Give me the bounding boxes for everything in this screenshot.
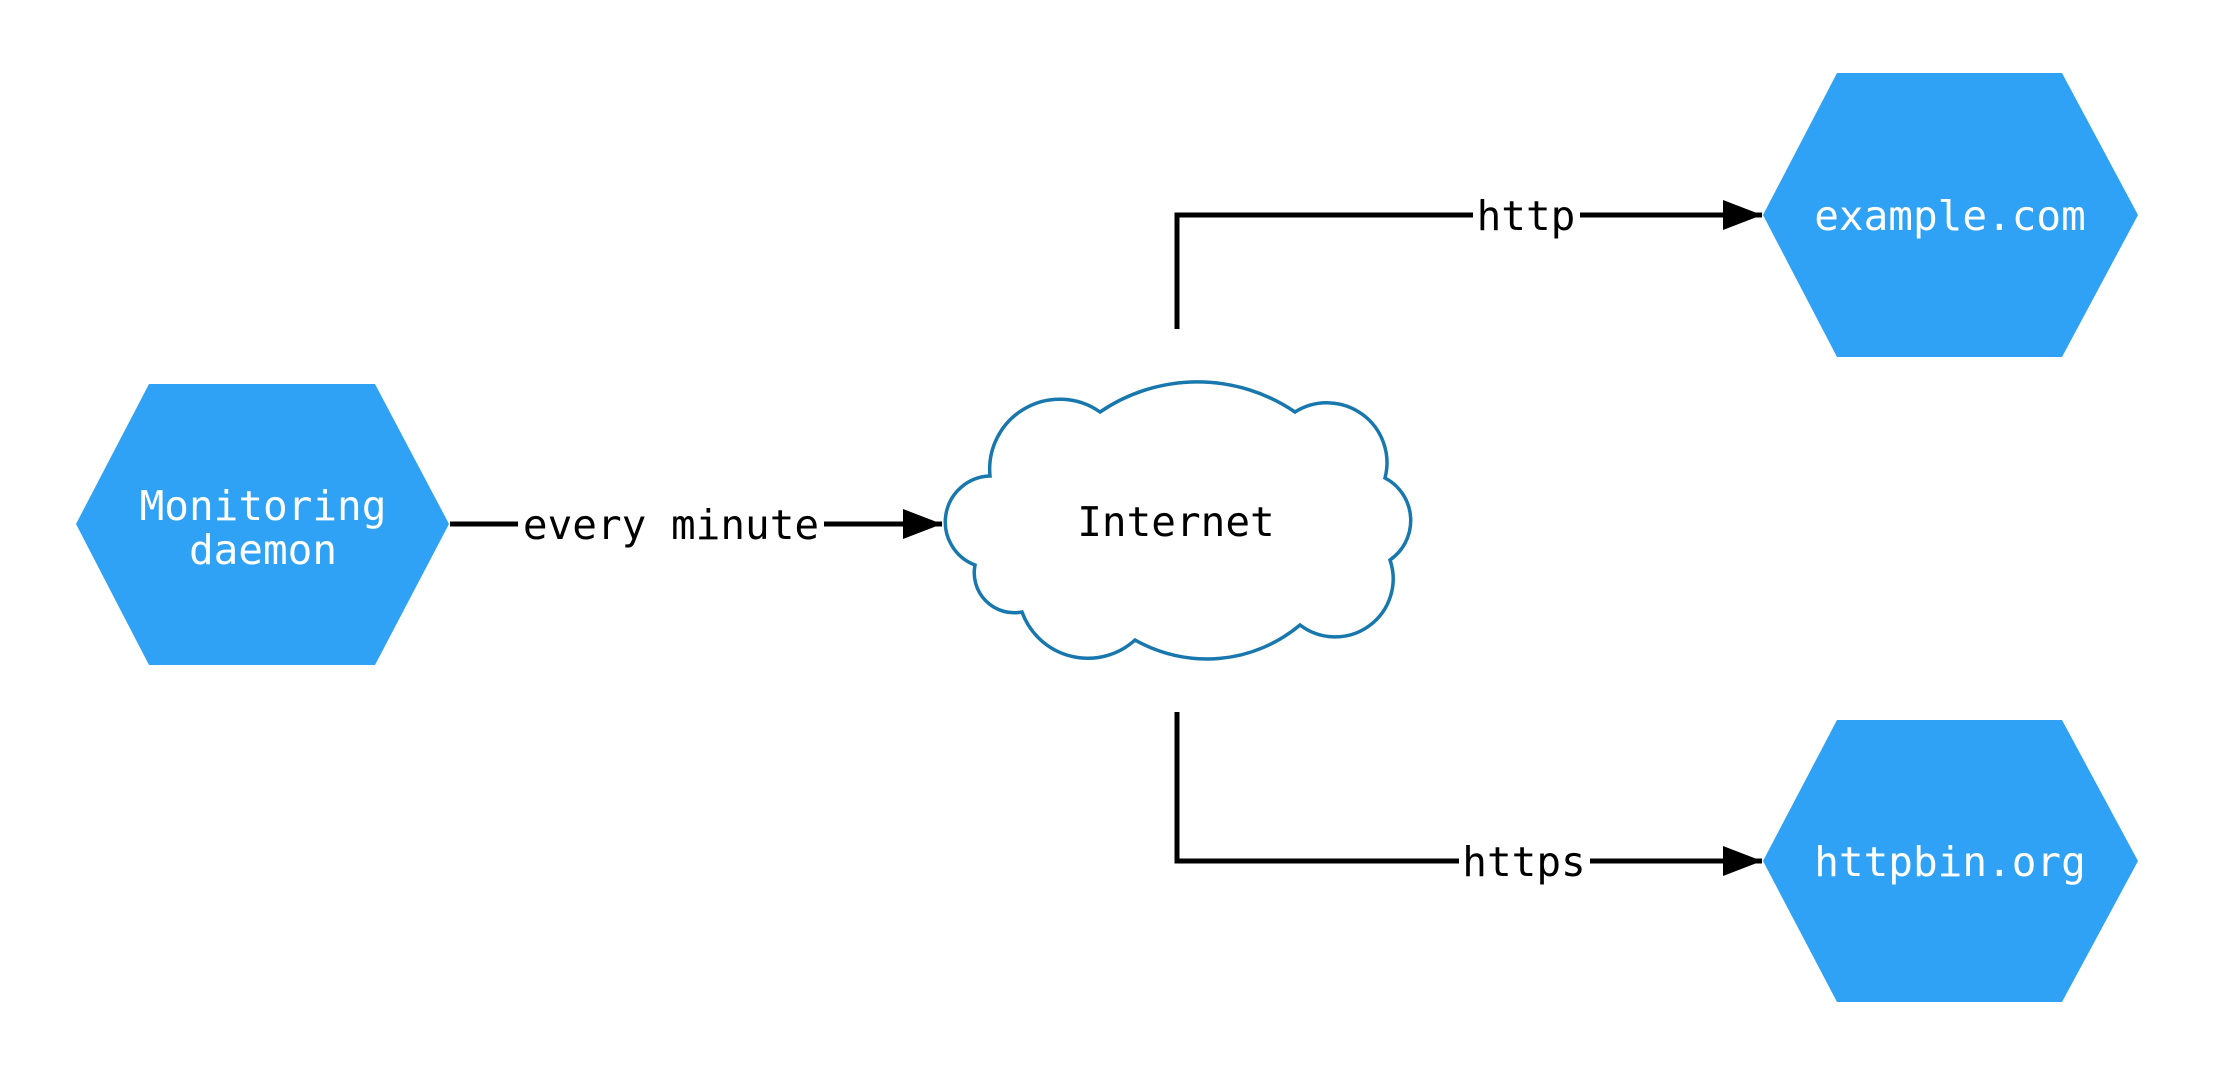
node-internet: Internet: [943, 380, 1413, 661]
hexagon-monitoring-daemon: [76, 384, 449, 665]
cloud-internet: [943, 380, 1413, 661]
edge-label-bg: [1473, 188, 1580, 242]
edge-label-https: https: [1459, 834, 1590, 888]
edge-label-every-minute: every minute: [518, 497, 824, 552]
node-httpbin-org-label: httpbin.org: [1814, 838, 2086, 886]
hexagon-example-com: [1763, 73, 2138, 357]
edge-label-bg: [1459, 834, 1590, 888]
edge-label-every-minute-text: every minute: [523, 501, 819, 549]
edge-label-http: http: [1473, 188, 1580, 242]
node-example-com-label: example.com: [1814, 192, 2086, 240]
node-monitoring-daemon: Monitoring daemon: [76, 384, 449, 665]
hexagon-httpbin-org: [1763, 720, 2138, 1002]
node-example-com: example.com: [1763, 73, 2138, 357]
edge-label-bg: [518, 497, 824, 552]
edge-label-https-text: https: [1462, 838, 1585, 886]
node-httpbin-org: httpbin.org: [1763, 720, 2138, 1002]
edge-internet-to-example: [1174, 200, 1762, 329]
edge-label-http-text: http: [1477, 192, 1576, 240]
node-internet-label: Internet: [1077, 498, 1274, 546]
node-monitoring-daemon-label-line2: daemon: [189, 526, 337, 574]
node-monitoring-daemon-label-line1: Monitoring: [140, 482, 387, 530]
